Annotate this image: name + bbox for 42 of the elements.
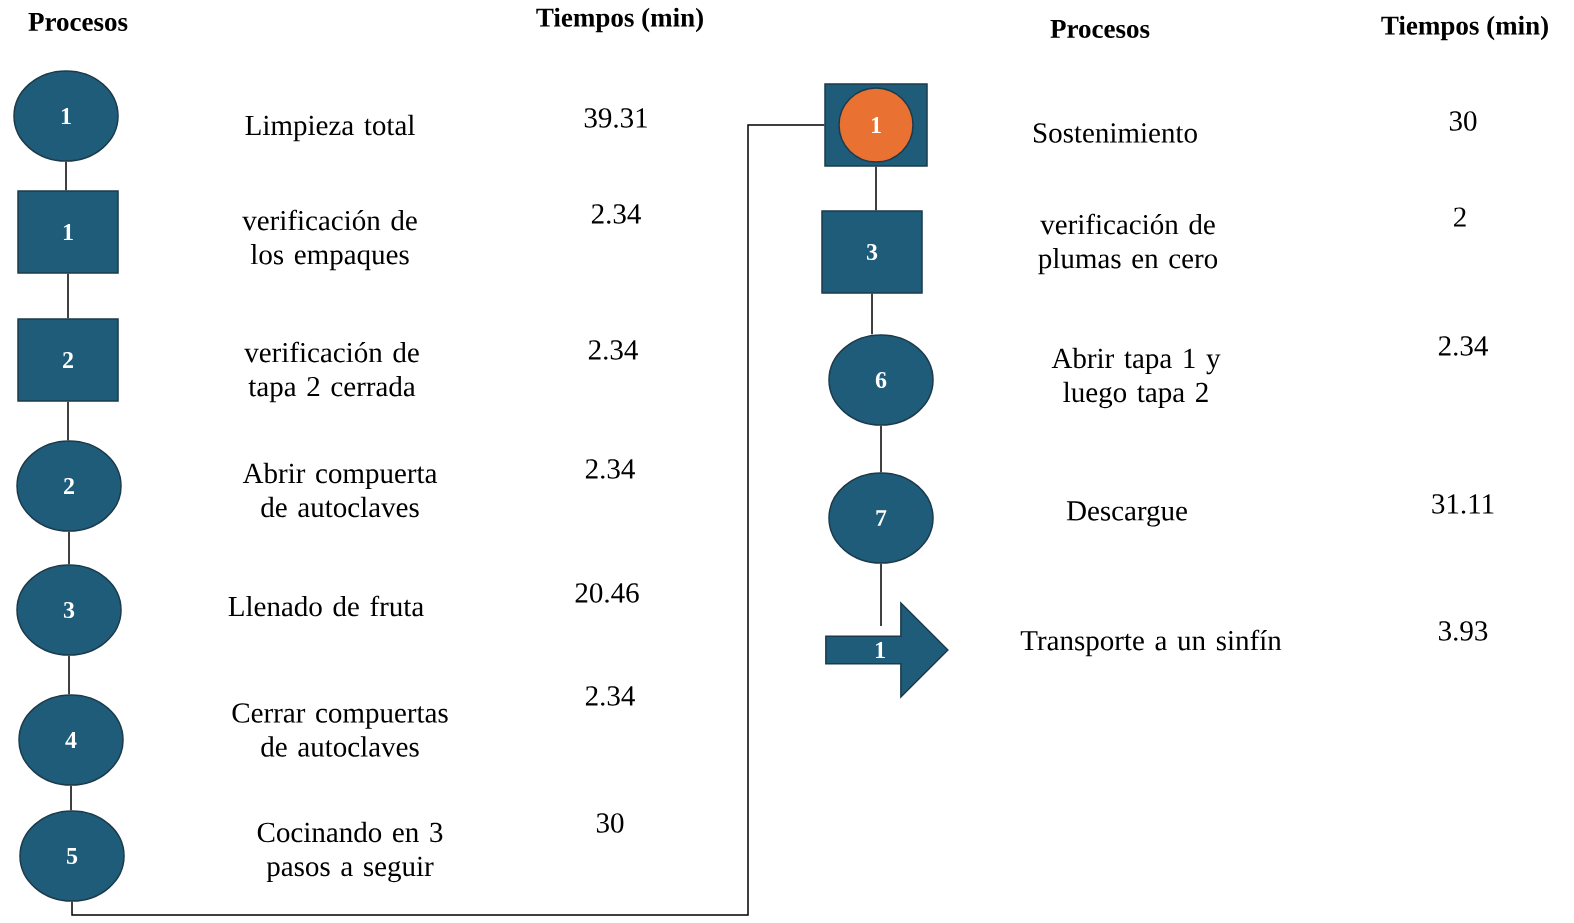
- column-heading: Procesos: [1050, 20, 1150, 38]
- connector-line: [871, 293, 873, 335]
- connector-line: [880, 425, 882, 473]
- connector-line: [65, 161, 67, 191]
- connector-line: [68, 531, 70, 565]
- time-value: 2.34: [585, 459, 635, 479]
- time-value: 3.93: [1439, 621, 1488, 641]
- process-description: Abrir tapa 1 y luego tapa 2: [1051, 347, 1221, 409]
- process-description: verificación de plumas en cero: [1038, 213, 1218, 275]
- connector-line: [875, 166, 877, 211]
- time-value: 2: [1454, 207, 1466, 227]
- connector-line: [67, 401, 69, 441]
- connector-line: [67, 273, 69, 319]
- process-description: Limpieza total: [245, 114, 415, 142]
- process-description: Abrir compuerta de autoclaves: [242, 462, 438, 518]
- process-description: verificación de los empaques: [242, 209, 417, 271]
- inspection-square: 1: [17, 190, 119, 274]
- time-value: 39.31: [584, 108, 647, 128]
- column-heading: Procesos: [28, 13, 128, 31]
- connector-line: [70, 785, 72, 811]
- connector-line: [68, 655, 70, 695]
- time-value: 2.34: [588, 340, 638, 360]
- connector-line: [880, 563, 882, 627]
- time-value: 31.11: [1432, 494, 1494, 514]
- time-value: 30: [596, 813, 624, 833]
- process-description: verificación de tapa 2 cerrada: [244, 341, 419, 403]
- process-description: Descargue: [1066, 501, 1187, 527]
- process-description: Cerrar compuertas de autoclaves: [232, 703, 448, 757]
- column-heading: Tiempos (min): [1381, 15, 1548, 41]
- process-description: Sostenimiento: [1034, 123, 1197, 143]
- process-description: Transporte a un sinfín: [1020, 629, 1282, 657]
- process-description: Llenado de fruta: [228, 595, 424, 617]
- time-value: 2.34: [585, 686, 635, 706]
- time-value: 20.46: [575, 583, 639, 603]
- time-value: 2.34: [591, 204, 641, 224]
- inspection-square: 3: [821, 210, 923, 294]
- time-value: 2.34: [1438, 336, 1488, 356]
- time-value: 30: [1449, 111, 1477, 131]
- process-description: Cocinando en 3 pasos a seguir: [257, 821, 443, 883]
- inspection-square: 2: [17, 318, 119, 402]
- connector-line: [71, 124, 825, 916]
- column-heading: Tiempos (min): [536, 7, 703, 33]
